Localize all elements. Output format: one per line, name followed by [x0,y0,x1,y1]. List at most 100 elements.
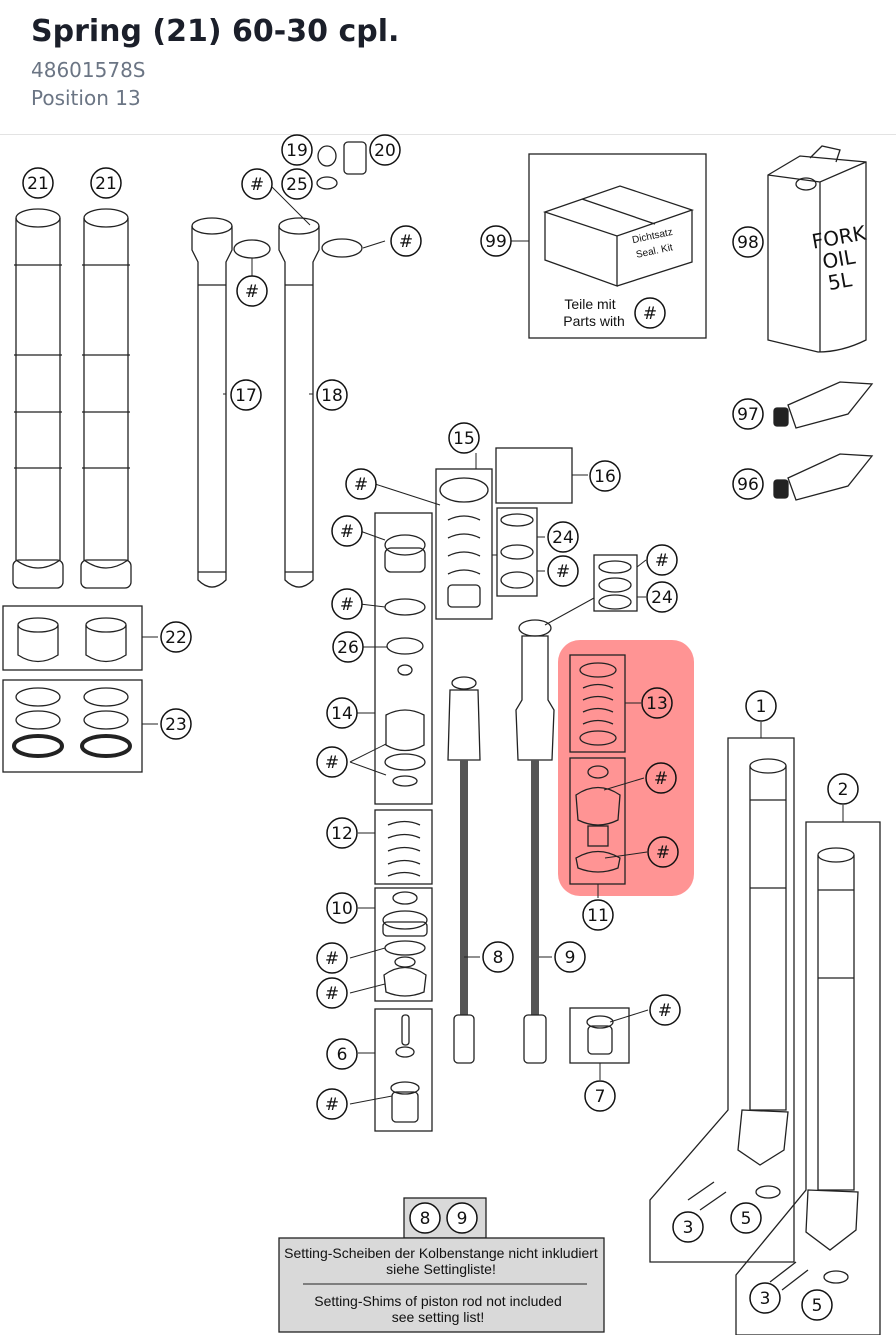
callout-hash10a: # [316,942,348,974]
callout-text-l9: 9 [565,948,576,968]
callout-text-l14: 14 [331,704,353,724]
callout-text-hash13b: # [656,843,670,863]
callout-text-l20: 20 [374,141,396,161]
callout-l11: 11 [582,899,614,931]
part-number: 48601578S [31,58,146,82]
callout-hash_top1: # [241,168,273,200]
callout-text-l3b: 3 [760,1289,771,1309]
fork-leg-2 [805,847,859,1251]
part-title: Spring (21) 60-30 cpl. [31,14,400,49]
fork-leg-1-frame [649,737,795,1263]
callout-text-hash14c: # [325,753,339,773]
group-10-frame [374,887,433,1002]
grease-tube-97 [773,381,874,429]
callout-l18: 18 [316,379,348,411]
rings-24 [500,513,534,589]
callout-text-hash14a: # [340,522,354,542]
callout-text-l97: 97 [737,405,759,425]
outer-tube-21-left [12,208,64,589]
seal-kit-frame [528,153,707,339]
callout-text-hash_top3: # [245,282,259,302]
callout-text-l5b: 5 [812,1296,823,1316]
callout-text-hash13a: # [654,769,668,789]
leader-lines [142,183,844,1105]
cartridge-9 [515,619,555,1064]
callout-text-note8: 8 [420,1209,431,1229]
callout-l9: 9 [554,941,586,973]
spring-13 [579,662,617,746]
callout-l6: 6 [326,1038,358,1070]
tube-18 [278,217,320,588]
callout-text-l7: 7 [595,1087,606,1107]
callout-l25: 25 [281,168,313,200]
callout-l24b: 24 [646,581,678,613]
callout-text-l1: 1 [756,697,767,717]
cartridge-top-15 [439,477,489,608]
part-20-valve [343,141,367,175]
callout-text-l22: 22 [165,628,187,648]
seal-kit-box-icon [542,185,695,287]
group-14-frame [374,512,433,805]
callout-l7: 7 [584,1080,616,1112]
callout-l20: 20 [369,134,401,166]
callout-l3a: 3 [672,1211,704,1243]
callout-l10: 10 [326,892,358,924]
outer-tube-21-right [80,208,132,589]
callout-l23: 23 [160,708,192,740]
oil-can-text: FORK OIL 5L [810,220,868,295]
group-12-frame [374,809,433,885]
callout-hash_top2: # [390,225,422,257]
callout-l21b: 21 [90,167,122,199]
fork-leg-2-frame [735,821,881,1335]
callout-text-hash6: # [325,1095,339,1115]
callout-l1: 1 [745,690,777,722]
callout-hash14a: # [331,515,363,547]
callout-hash24b: # [646,544,678,576]
fork-oil-can [767,145,867,353]
callout-text-hash10a: # [325,949,339,969]
callout-l17: 17 [230,379,262,411]
callout-hash_top3: # [236,275,268,307]
part-19-cap [317,145,337,167]
callout-hash13b: # [647,836,679,868]
oil-can-line2: OIL [821,244,858,273]
callout-l19: 19 [281,134,313,166]
callout-text-hash_top1: # [250,175,264,195]
group-24-frame [496,507,538,597]
callout-text-l12: 12 [331,824,353,844]
tube-17 [191,217,233,588]
callout-text-l18: 18 [321,386,343,406]
part-25-ring [316,176,338,190]
callout-l14: 14 [326,697,358,729]
callout-l15: 15 [448,422,480,454]
callout-l8: 8 [482,941,514,973]
callout-hash15: # [345,468,377,500]
callout-text-l2: 2 [838,780,849,800]
note-en-line1: Setting-Shims of piston rod not included [314,1293,561,1309]
callout-text-l98: 98 [737,233,759,253]
callout-note9: 9 [446,1202,478,1234]
callout-text-l96: 96 [737,475,759,495]
callout-text-l3a: 3 [683,1218,694,1238]
callout-l98: 98 [732,226,764,258]
fork-leg-1 [737,758,789,1166]
callout-hash14c: # [316,746,348,778]
highlight-position-13 [558,640,694,896]
group-16-frame [495,447,573,504]
callout-text-l8: 8 [493,948,504,968]
callout-l3b: 3 [749,1282,781,1314]
rings-24b [598,560,632,610]
note-en-line2: see setting list! [392,1309,485,1325]
part-position: Position 13 [31,86,141,110]
callout-text-note9: 9 [457,1209,468,1229]
callout-l22: 22 [160,621,192,653]
callout-text-l13: 13 [646,694,668,714]
callout-l97: 97 [732,398,764,430]
callout-l26: 26 [332,631,364,663]
callout-hash14b: # [331,588,363,620]
callout-l96: 96 [732,468,764,500]
callout-note8: 8 [409,1202,441,1234]
cartridge-8 [447,676,481,1064]
callout-text-hash10b: # [325,984,339,1004]
callout-text-l24b: 24 [651,588,673,608]
